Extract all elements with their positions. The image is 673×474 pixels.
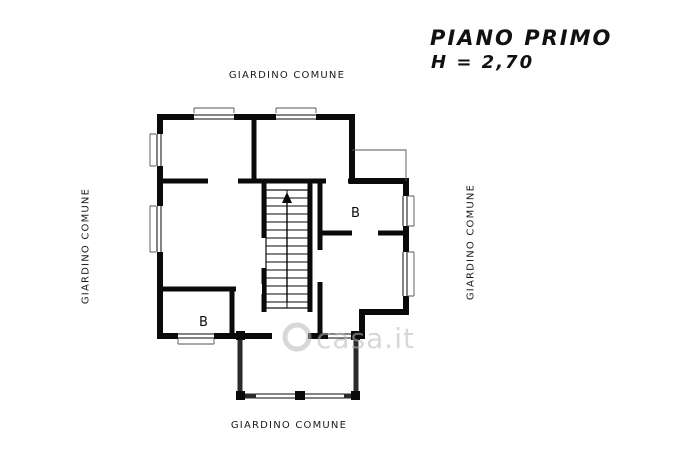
garden-label-bottom: GIARDINO COMUNE	[230, 420, 348, 431]
window-glazing-lines	[156, 114, 408, 339]
wall-openings	[155, 112, 411, 341]
casait-logo-icon	[282, 322, 312, 352]
floor-title: PIANO PRIMO	[430, 26, 613, 50]
garden-label-right: GIARDINO COMUNE	[465, 183, 477, 301]
stair-direction-arrow-icon	[282, 192, 292, 302]
bathroom-label-lower: B	[199, 315, 208, 330]
watermark-text: casa.it	[316, 322, 415, 355]
watermark: casa.it	[282, 322, 415, 355]
balcony-openings	[256, 391, 344, 401]
ceiling-height-label: H = 2,70	[431, 52, 535, 73]
outer-walls	[157, 114, 409, 339]
balcony-railing-lines	[256, 393, 344, 399]
bathroom-label-upper: B	[351, 206, 360, 221]
garden-label-top: GIARDINO COMUNE	[228, 70, 346, 81]
window-sills	[149, 107, 415, 345]
garden-label-left: GIARDINO COMUNE	[80, 187, 92, 305]
balcony-pillars	[236, 331, 360, 400]
